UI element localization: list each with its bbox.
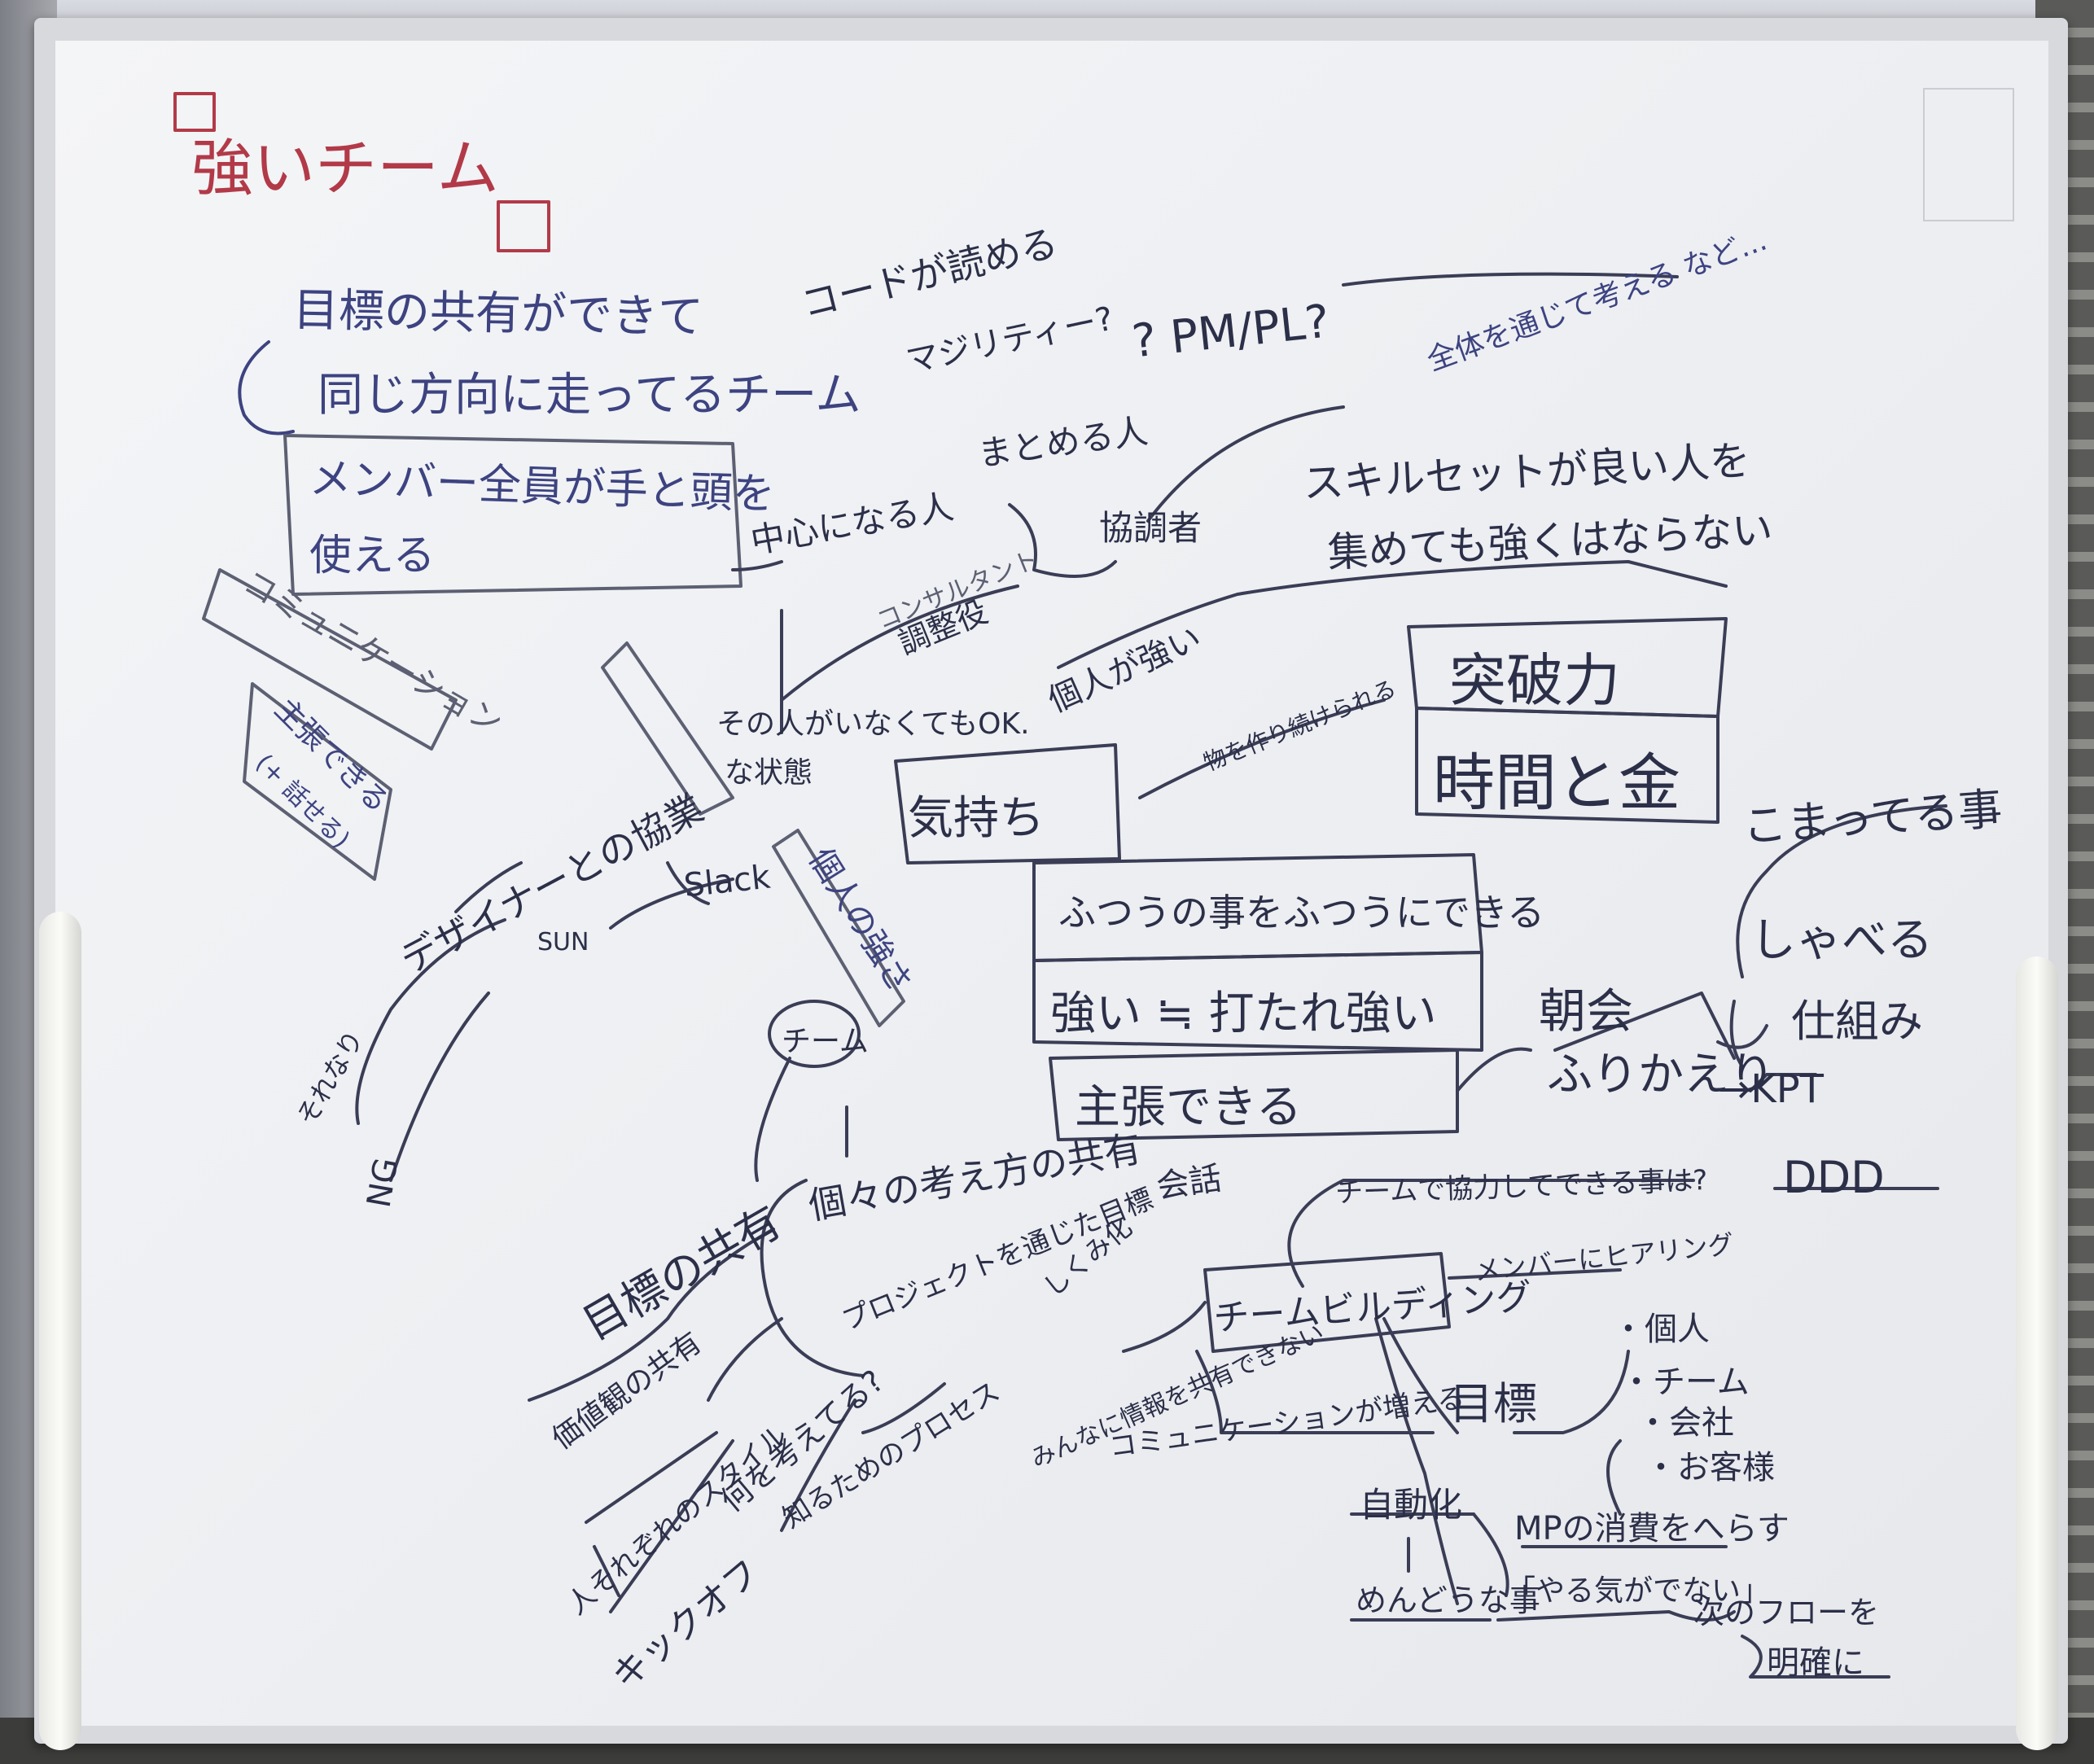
- note-retro: ふりかえり: [1547, 1048, 1775, 1101]
- whiteboard-surface: [55, 41, 2048, 1726]
- note-mediator: 協調者: [1099, 508, 1203, 548]
- note-mechanism: 仕組み: [1791, 996, 1923, 1047]
- note-goal-share: 目標の共有ができて: [292, 283, 704, 344]
- note-clarify: 明確に: [1767, 1644, 1864, 1682]
- note-individual: ・個人: [1612, 1311, 1710, 1348]
- note-without-person: その人がいなくてもOK.: [716, 707, 1030, 741]
- note-kimochi: 気持ち: [908, 792, 1045, 845]
- sticky-note-outline: [1923, 88, 2014, 221]
- note-next-flow: 次のフローを: [1693, 1595, 1880, 1630]
- note-conversation: 会話: [1154, 1159, 1224, 1206]
- note-ddd: DDD: [1783, 1152, 1885, 1203]
- note-time-money: 時間と金: [1433, 746, 1680, 819]
- note-reduce-mp: MPの消費をへらす: [1514, 1510, 1790, 1547]
- note-team-circle: チーム: [782, 1025, 869, 1058]
- board-title: 強いチーム: [191, 132, 499, 204]
- note-use: 使える: [309, 532, 436, 580]
- whiteboard-leg-right: [2016, 956, 2058, 1750]
- note-speak: しゃべる: [1750, 914, 1933, 967]
- note-ordinary: ふつうの事をふつうにできる: [1058, 891, 1545, 935]
- note-automation: 自動化: [1360, 1485, 1463, 1525]
- note-company: ・会社: [1636, 1404, 1734, 1442]
- note-yaruki: 「やる気がでない」: [1506, 1574, 1771, 1608]
- note-sun: SUN: [537, 928, 589, 956]
- note-goal: 目標: [1449, 1378, 1537, 1429]
- note-customer: ・お客様: [1645, 1449, 1775, 1486]
- note-kpt: →KPT: [1718, 1066, 1824, 1112]
- note-can-claim: 主張できる: [1075, 1081, 1302, 1134]
- note-bothersome: めんどうな事: [1356, 1582, 1540, 1618]
- note-same-direction: 同じ方向に走ってるチーム: [318, 369, 861, 422]
- note-team-item: ・チーム: [1620, 1363, 1750, 1401]
- note-state: な状態: [725, 756, 813, 790]
- whiteboard-leg-left: [39, 912, 81, 1750]
- note-explosive: 突破力: [1449, 647, 1620, 714]
- note-morning: 朝会: [1539, 983, 1634, 1039]
- note-strong-weak: 強い ≒ 打たれ強い: [1050, 987, 1437, 1040]
